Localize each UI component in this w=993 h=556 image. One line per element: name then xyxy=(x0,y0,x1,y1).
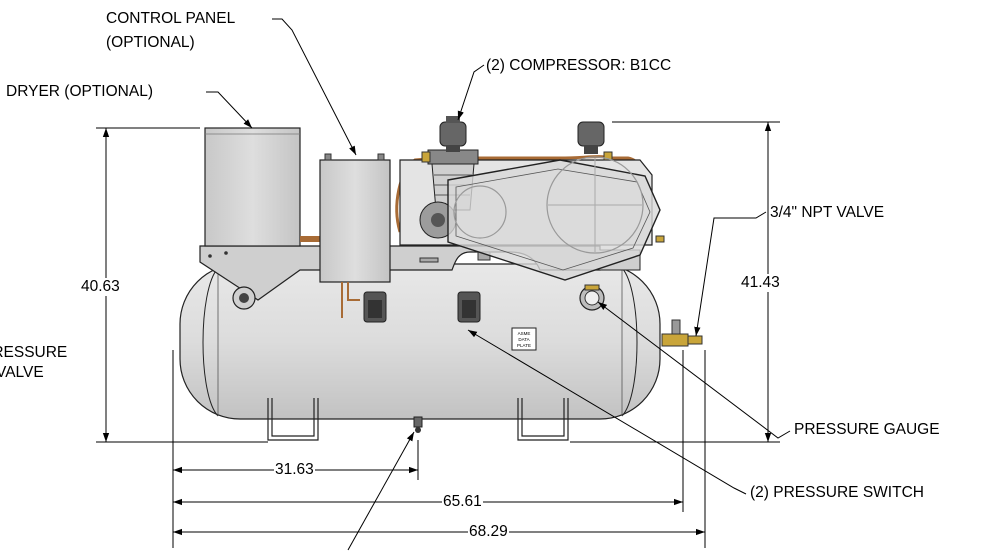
pressure-switch-right xyxy=(457,291,481,323)
height-left-dimension: 40.63 xyxy=(80,278,121,296)
belt-guard xyxy=(447,156,661,281)
tank-legs xyxy=(267,398,569,441)
pressure-gauge-device xyxy=(579,284,605,311)
height-right-dimension: 41.43 xyxy=(740,274,781,292)
pressure-relief-label-line1: PRESSURE xyxy=(0,344,68,361)
data-plate-line3: PLATE xyxy=(517,343,531,348)
dryer-box xyxy=(204,127,320,247)
asme-data-plate: ASME DATA PLATE xyxy=(511,327,537,351)
pressure-relief-label-line2: VALVE xyxy=(0,364,44,381)
pressure-switch-label: (2) PRESSURE SWITCH xyxy=(750,484,924,501)
control-panel-box xyxy=(319,153,391,318)
dryer-label: DRYER (OPTIONAL) xyxy=(6,83,153,100)
drain-valve xyxy=(413,416,423,433)
tank-bung xyxy=(232,286,256,310)
data-plate-line1: ASME xyxy=(518,331,531,336)
control-panel-optional-label: (OPTIONAL) xyxy=(106,34,195,51)
compressor-label: (2) COMPRESSOR: B1CC xyxy=(486,57,672,74)
valve-length-dimension: 65.61 xyxy=(442,493,483,511)
pressure-gauge-label: PRESSURE GAUGE xyxy=(794,421,940,438)
npt-valve-device xyxy=(661,319,703,347)
data-plate-line2: DATA xyxy=(518,337,529,342)
control-panel-label: CONTROL PANEL xyxy=(106,10,236,27)
npt-valve-label: 3/4" NPT VALVE xyxy=(770,204,885,221)
leader-lines xyxy=(206,18,791,551)
overall-length-dimension: 68.29 xyxy=(468,523,509,541)
drain-offset-dimension: 31.63 xyxy=(274,461,315,479)
pressure-switch-left xyxy=(363,291,387,323)
